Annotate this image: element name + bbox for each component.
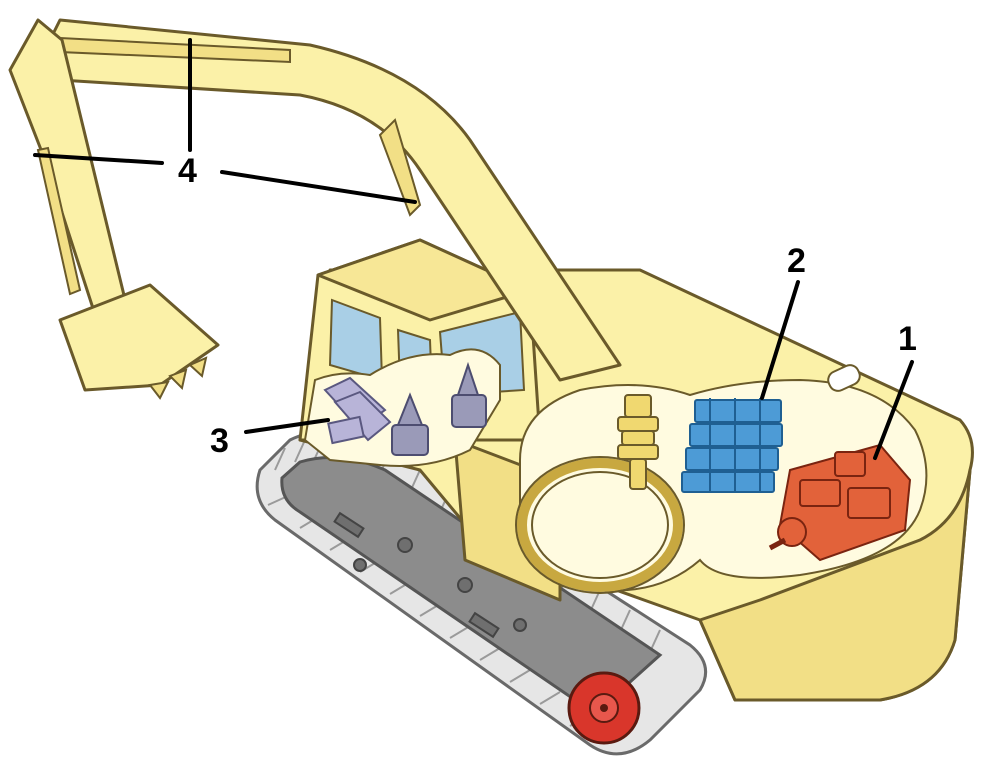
swing-drive [617,394,659,490]
bucket-teeth [148,356,208,400]
callout-leaders [33,38,914,460]
swing-ring-gear [515,456,685,594]
boom-body [38,18,622,382]
bucket-cylinder [36,146,82,296]
swing-motor-left [391,392,429,456]
leader-4b [33,153,164,165]
hydraulic-pump [768,443,912,562]
leader-4c [220,170,417,204]
bucket-body [58,283,220,392]
drive-sprocket [567,671,641,745]
callout-labels: 1 2 3 4 [178,152,917,460]
leader-1 [873,360,914,460]
boom-cylinder [378,118,422,217]
track-rollers [333,511,527,639]
bucket [58,283,220,400]
callout-3: 3 [210,422,229,460]
swing-motor-right [451,361,487,428]
counterweight [698,468,972,702]
cab-cutaway [303,348,501,467]
callout-1: 1 [898,320,917,358]
leader-3 [244,418,330,434]
callout-4: 4 [178,152,197,190]
engine-bay-cutaway [515,364,928,594]
exhaust-pipe [827,364,861,392]
callout-2: 2 [787,242,806,280]
control-valve [681,398,783,493]
leader-2 [760,280,800,400]
travel-motor-cluster [323,376,392,445]
